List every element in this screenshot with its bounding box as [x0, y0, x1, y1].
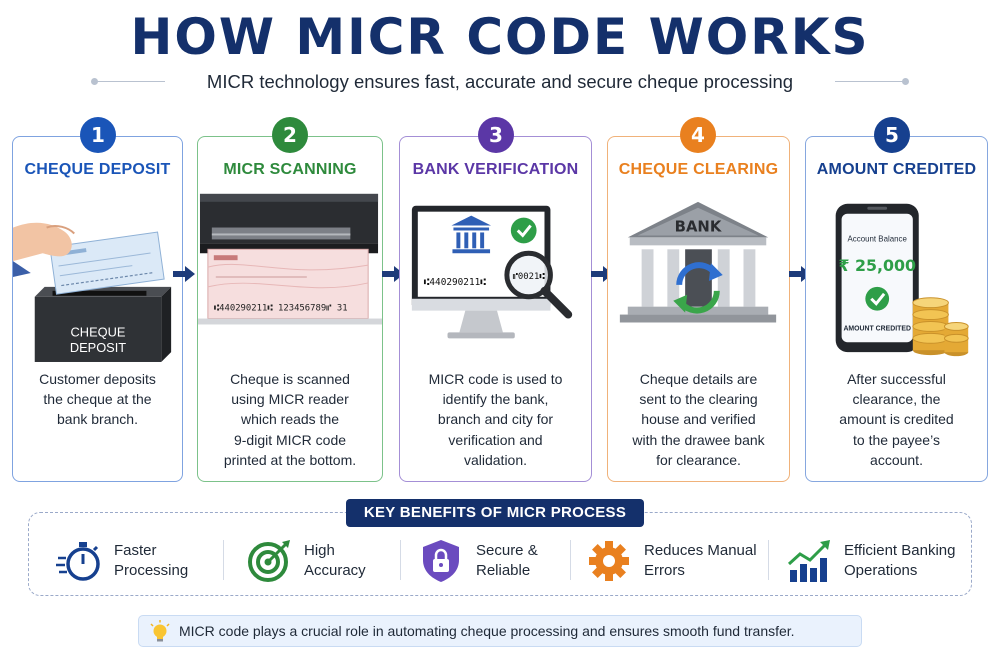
phone-balance-illustration: Account Balance ₹ 25,000 AMOUNT CREDITED	[835, 203, 969, 357]
step-number-badge-3: 3	[478, 117, 514, 153]
step-card-cheque-deposit: CHEQUE DEPOSIT CHEQUE DEPOSIT Customer d…	[12, 136, 183, 482]
benefit-label: Reduces Manual Errors	[644, 542, 757, 579]
subtitle-dot-right	[902, 78, 909, 85]
step-description: Cheque is scanned using MICR reader whic…	[223, 371, 357, 468]
step-card-cheque-clearing: CHEQUE CLEARING BANK Cheque details are …	[607, 136, 790, 482]
benefit-faster-processing: Faster Processing	[56, 538, 206, 584]
subtitle-rule-right	[835, 81, 905, 82]
shield-lock-icon	[423, 540, 459, 582]
benefit-secure-reliable: Secure & Reliable	[418, 538, 558, 584]
phone-amount: ₹ 25,000	[838, 256, 916, 275]
cheque-deposit-illustration: CHEQUE DEPOSIT	[13, 222, 172, 362]
step-number-badge-4: 4	[680, 117, 716, 153]
lightbulb-icon	[150, 620, 170, 642]
benefit-divider	[768, 540, 769, 580]
benefit-label: Faster Processing	[114, 542, 189, 579]
step-card-micr-scanning: MICR SCANNING ⑆440290211⑆ 123456789⑈ 31 …	[197, 136, 383, 482]
step-number-badge-2: 2	[272, 117, 308, 153]
page-title: HOW MICR CODE WORKS	[130, 8, 870, 66]
deposit-box-label-2: DEPOSIT	[70, 340, 126, 355]
step-description: MICR code is used to identify the bank, …	[428, 371, 563, 468]
step-card-bank-verification: BANK VERIFICATION ⑆440290211⑆ ⑈0021⑆ MIC…	[399, 136, 592, 482]
subtitle-rule-left	[95, 81, 165, 82]
benefit-efficient-banking: Efficient Banking Operations	[786, 538, 966, 584]
phone-heading: Account Balance	[848, 234, 908, 243]
step-description: Cheque details are sent to the clearing …	[632, 371, 765, 468]
step-description: Customer deposits the cheque at the bank…	[39, 371, 156, 428]
step-title: MICR SCANNING	[223, 161, 357, 178]
step-card-amount-credited: AMOUNT CREDITED Account Balance ₹ 25,000…	[805, 136, 988, 482]
bank-label: BANK	[675, 218, 722, 235]
benefit-divider	[400, 540, 401, 580]
micr-scanner-illustration: ⑆440290211⑆ 123456789⑈ 31	[198, 193, 382, 325]
growth-chart-icon	[787, 540, 830, 582]
bank-verification-illustration: ⑆440290211⑆ ⑈0021⑆	[411, 205, 573, 339]
page-subtitle: MICR technology ensures fast, accurate a…	[206, 71, 794, 92]
arrow-right-icon	[173, 266, 195, 282]
svg-text:⑈0021⑆: ⑈0021⑆	[513, 272, 546, 282]
benefits-title: KEY BENEFITS OF MICR PROCESS	[346, 499, 644, 527]
step-title: BANK VERIFICATION	[412, 161, 579, 178]
arrow-right-icon	[382, 266, 404, 282]
step-title: CHEQUE DEPOSIT	[24, 161, 171, 178]
micr-code-line: ⑆440290211⑆ 123456789⑈ 31	[214, 304, 348, 314]
benefit-high-accuracy: High Accuracy	[246, 538, 386, 584]
gear-icon	[589, 541, 629, 581]
step-description: After successful clearance, the amount i…	[839, 371, 954, 468]
phone-status: AMOUNT CREDITED	[843, 325, 911, 332]
step-title: CHEQUE CLEARING	[618, 161, 779, 178]
step-title: AMOUNT CREDITED	[816, 161, 977, 178]
micr-code-line: ⑆440290211⑆	[424, 277, 487, 288]
benefit-reduces-manual-errors: Reduces Manual Errors	[586, 538, 766, 584]
step-number-badge-1: 1	[80, 117, 116, 153]
benefit-divider	[223, 540, 224, 580]
stopwatch-icon	[56, 542, 100, 581]
benefit-label: High Accuracy	[304, 542, 366, 579]
footer-text: MICR code plays a crucial role in automa…	[179, 623, 795, 639]
footer-note: MICR code plays a crucial role in automa…	[138, 615, 862, 647]
bank-building-illustration: BANK	[619, 201, 777, 323]
benefit-label: Secure & Reliable	[476, 542, 538, 579]
deposit-box-label-1: CHEQUE	[71, 324, 126, 339]
target-icon	[248, 540, 290, 582]
subtitle-row: MICR technology ensures fast, accurate a…	[0, 70, 1000, 94]
benefit-divider	[570, 540, 571, 580]
benefit-label: Efficient Banking Operations	[844, 542, 956, 579]
step-number-badge-5: 5	[874, 117, 910, 153]
subtitle-dot-left	[91, 78, 98, 85]
